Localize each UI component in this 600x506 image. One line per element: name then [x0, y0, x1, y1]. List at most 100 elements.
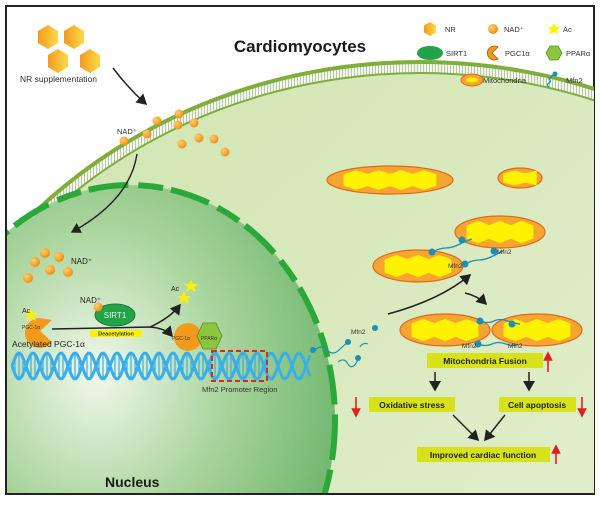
nad-sphere-icon	[488, 24, 498, 34]
nr-hexagon-icon	[64, 25, 84, 49]
fusion-label: Mitochondria Fusion	[443, 356, 527, 366]
pgc-complex-label: PGC-1α	[172, 336, 190, 342]
mfn2-icon	[355, 355, 361, 361]
oxidative-to-cardiac-arrow	[452, 414, 480, 442]
ac-star-icon	[184, 279, 198, 292]
cardiac-badge	[417, 447, 550, 462]
mitochondrion-cristae	[411, 318, 479, 342]
mfn2-label: Mfn2	[462, 343, 477, 350]
nad-label-nucleus: NAD⁺	[71, 257, 92, 266]
nad-sphere-icon	[93, 302, 103, 312]
legend-label: Mitochondria	[483, 76, 527, 85]
oxidative-label: Oxidative stress	[379, 400, 445, 410]
mfn2-icon	[458, 236, 466, 244]
mfn2-tethers	[431, 238, 521, 347]
mfn2-strand	[337, 359, 359, 368]
nad-sphere-icon	[173, 120, 183, 130]
pgc-small-label: PGC-1α	[22, 325, 40, 331]
acetylated-pgc1a-label: Acetylated PGC-1α	[12, 339, 85, 349]
nad-sphere-icon	[142, 129, 152, 139]
nad-label-cytoplasm: NAD⁺	[117, 127, 137, 136]
nad-sphere-icon	[23, 273, 33, 283]
nr-cluster	[38, 25, 100, 73]
fusion-arrow-down	[464, 292, 488, 306]
mfn2-icon	[474, 340, 482, 348]
mitochondrion	[399, 313, 491, 347]
ppara-protein	[196, 322, 223, 350]
mitochondrion	[497, 167, 543, 189]
mfn2-label: Mfn2	[508, 343, 523, 350]
sirt1-label: SIRT1	[104, 311, 127, 320]
mfn2-label: Mfn2	[351, 329, 366, 336]
apoptosis-badge	[499, 397, 576, 412]
mfn2-icon	[461, 260, 469, 268]
nucleus-label: Nucleus	[105, 474, 160, 490]
nad-sphere-icon	[194, 133, 204, 143]
nad-sphere-icon	[30, 257, 40, 267]
nr-entry-arrow	[112, 67, 148, 105]
nad-sphere-icon	[174, 109, 184, 119]
nr-hexagon-icon	[38, 25, 58, 49]
nr-supplementation-label: NR supplementation	[20, 74, 97, 84]
mitochondrion-cristae	[466, 220, 534, 244]
nuclear-envelope	[7, 182, 338, 493]
mitochondrion-cristae	[503, 318, 571, 342]
pgc1a-pacman-icon	[486, 45, 499, 61]
mitochondrion	[454, 215, 546, 249]
mitochondrion-cristae	[503, 170, 537, 186]
nad-entry-arrow	[70, 153, 138, 233]
mfn2-tether	[477, 341, 519, 347]
nad-sphere-icon	[209, 134, 219, 144]
nr-hexagon-icon	[48, 49, 68, 73]
mfn2-icon	[372, 325, 378, 331]
dna-strand	[10, 351, 312, 381]
legend-label: PPARα	[566, 49, 591, 58]
ac-star-icon	[177, 291, 191, 304]
fusion-badge	[427, 353, 543, 368]
nad-sphere-icon	[189, 118, 199, 128]
nucleus	[7, 185, 335, 493]
nad-sphere-icon	[63, 267, 73, 277]
ppara-hexagon-icon	[545, 45, 563, 61]
nad-cluster-nucleus	[23, 248, 73, 283]
sirt1-ellipse-icon	[417, 46, 443, 60]
dna-helix	[10, 351, 312, 381]
nad-sphere-icon	[40, 248, 50, 258]
mitochondrion	[491, 313, 583, 347]
mfn2-label: Mfn2	[448, 263, 463, 270]
legend-label: Ac	[563, 25, 572, 34]
cardiac-label: Improved cardiac function	[430, 450, 536, 460]
ac-label-right: Ac	[171, 286, 180, 293]
mitochondrion-cristae	[343, 170, 437, 190]
mitochondrion-cristae	[384, 254, 452, 278]
mfn2-icon	[476, 317, 484, 325]
pgc1a-protein	[174, 323, 202, 351]
mfn2-tether	[464, 250, 504, 265]
nr-hexagon-icon	[424, 22, 436, 36]
mitochondrion	[326, 165, 454, 195]
mfn2-free	[314, 341, 369, 368]
ac-star-icon	[548, 23, 560, 34]
mitochondria-inner	[466, 77, 478, 83]
legend-label: Mfn2	[566, 76, 583, 85]
mfn2-icon	[552, 71, 558, 77]
mfn2-strand	[314, 341, 350, 354]
nad-sphere-icon	[119, 136, 129, 146]
ppar-complex-label: PPARα	[201, 336, 217, 342]
oxidative-badge	[369, 397, 455, 412]
mfn2-strand	[546, 73, 555, 88]
dna-strand	[10, 351, 312, 381]
legend-label: NAD⁺	[504, 25, 524, 34]
mfn2-strand	[359, 342, 369, 348]
legend-label: SIRT1	[446, 49, 467, 58]
mitochondria-group	[326, 165, 583, 347]
cell-title: Cardiomyocytes	[234, 37, 366, 56]
nr-hexagon-icon	[80, 49, 100, 73]
ac-star-icon	[24, 308, 38, 321]
deacetylation-badge	[90, 330, 142, 337]
legend: NR NAD⁺ Ac SIRT1 PGC1α PPARα Mitochondri…	[417, 22, 591, 88]
mfn2-label: Mfn2	[497, 249, 512, 256]
legend-label: PGC1α	[505, 49, 530, 58]
